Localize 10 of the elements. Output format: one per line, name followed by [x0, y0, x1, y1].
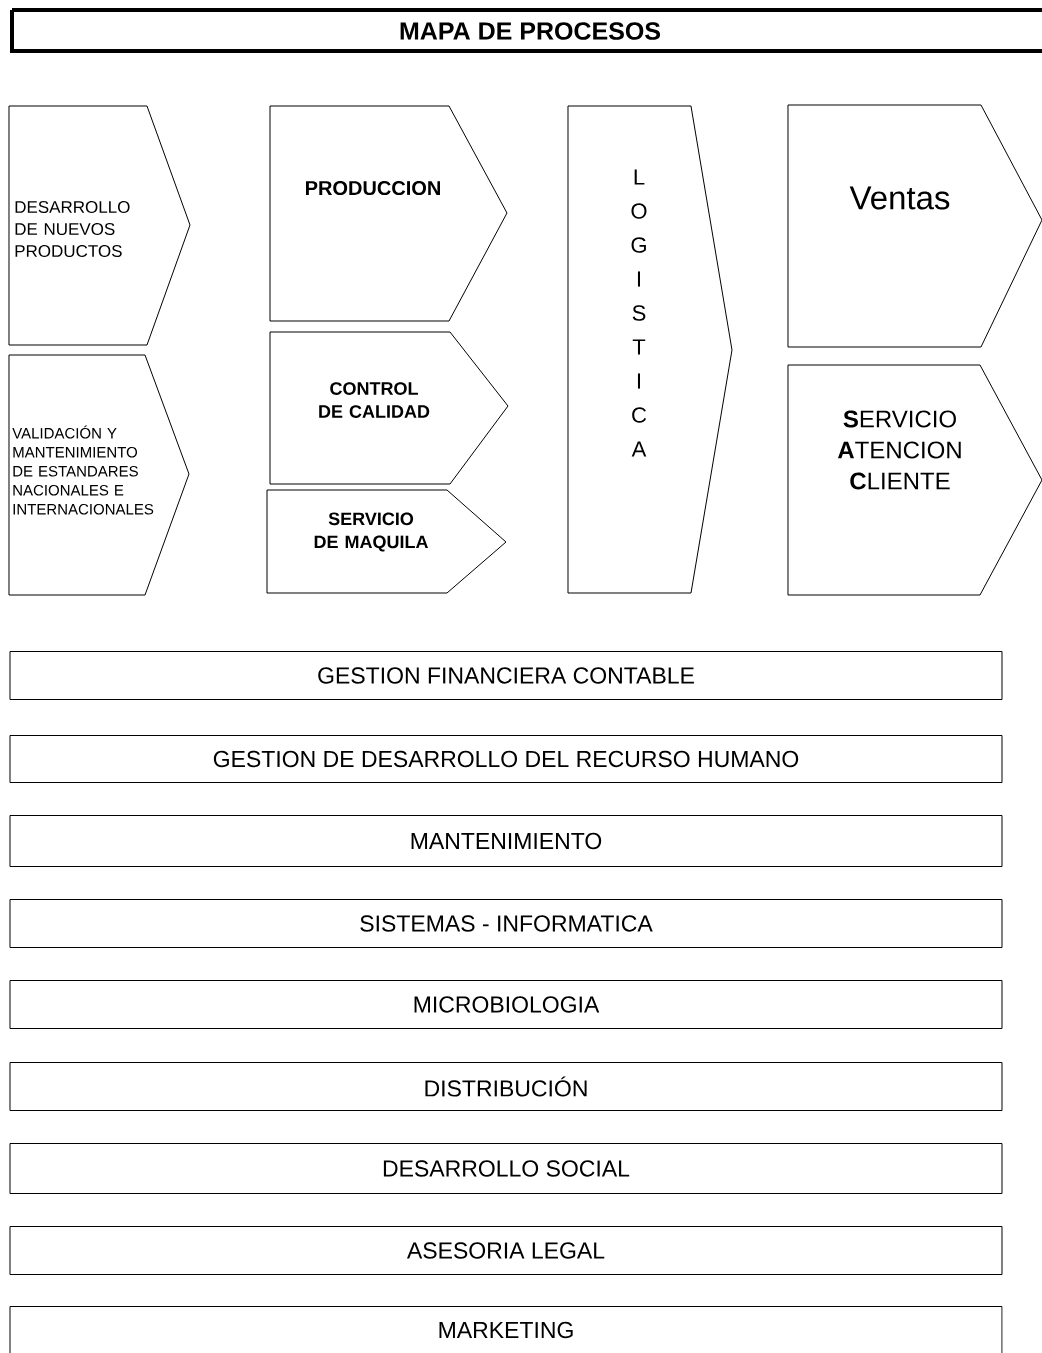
process-bar: MARKETING [9, 1306, 1003, 1353]
process-bar: ASESORIA LEGAL [9, 1226, 1003, 1275]
process-bar: DESARROLLO SOCIAL [9, 1143, 1003, 1194]
process-bar: DISTRIBUCIÓN [9, 1062, 1003, 1111]
title-bar: MAPA DE PROCESOS [10, 8, 1042, 53]
process-bar: SISTEMAS - INFORMATICA [9, 899, 1003, 948]
process-bar: GESTION FINANCIERA CONTABLE [9, 651, 1003, 700]
process-bar: MICROBIOLOGIA [9, 980, 1003, 1029]
process-bar: MANTENIMIENTO [9, 815, 1003, 867]
process-bar: GESTION DE DESARROLLO DEL RECURSO HUMANO [9, 735, 1003, 783]
